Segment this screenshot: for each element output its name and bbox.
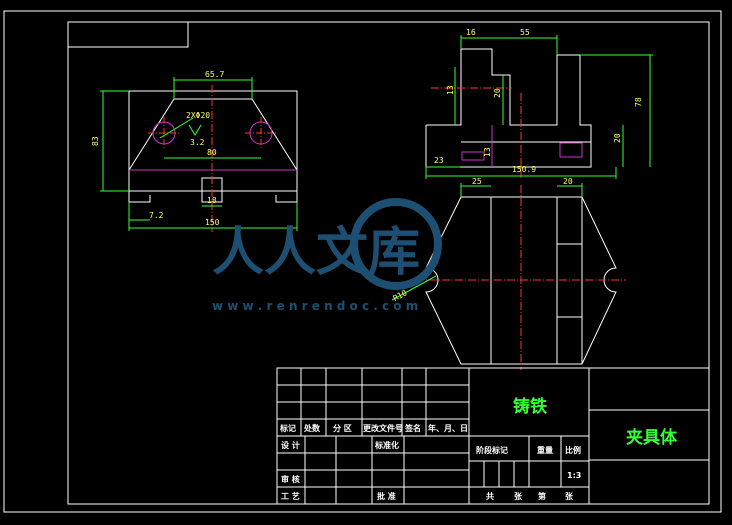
leader-holes: [159, 117, 194, 139]
tb-sheets: 张: [514, 492, 523, 501]
dim-20: 20: [493, 88, 502, 98]
title-block: 标记 处数 分 区 更改文件号 签名 年、月、日 设 计 标准化 审 核 工 艺…: [276, 367, 710, 505]
tb-standardize: 标准化: [374, 440, 399, 450]
dim-20-top: 20: [563, 177, 573, 186]
tb-header-date: 年、月、日: [428, 423, 468, 433]
tb-header-count: 处数: [303, 423, 321, 433]
dim-55: 55: [520, 28, 530, 37]
front-trapezoid: [128, 98, 298, 171]
tb-header-change-doc: 更改文件号: [363, 423, 403, 433]
watermark-brand: 人人文库: [212, 223, 420, 283]
side-hidden-slot-1: [461, 151, 485, 161]
dim-length: 150.9: [512, 165, 536, 174]
dim-25: 25: [472, 177, 482, 186]
dim-top-width: 65.7: [205, 70, 224, 79]
watermark-url: w w w . r e n r e n d o c . c o m: [212, 299, 418, 313]
top-view: 25 20 R10: [392, 177, 626, 370]
front-foot-right: [275, 191, 298, 203]
outer-border: [3, 10, 722, 513]
dim-offset: 7.2: [149, 211, 164, 220]
tb-header-mark: 标记: [279, 423, 296, 433]
dim-13b: 13: [483, 147, 492, 157]
watermark: 人人文库 w w w . r e n r e n d o c . c o m: [212, 198, 442, 313]
tb-sheet-no-unit: 张: [565, 492, 574, 501]
tb-header-sign: 签名: [404, 423, 421, 433]
tb-material: 铸铁: [513, 396, 547, 417]
front-foot-left: [128, 191, 151, 203]
tb-approve: 批 准: [377, 491, 396, 501]
dim-23: 23: [434, 156, 444, 165]
corner-label-box: [67, 21, 189, 48]
dim-roughness: 3.2: [190, 138, 205, 147]
dim-holes: 2XΦ20: [186, 111, 210, 120]
tb-total-sheets: 共: [486, 491, 494, 501]
side-view: 16 55 13 20 78 20 23 13 150.9: [425, 28, 653, 179]
tb-weight: 重量: [537, 445, 553, 455]
dim-78: 78: [634, 97, 643, 107]
tb-sheet-no: 第: [538, 491, 546, 501]
tb-stage-mark: 阶段标记: [476, 445, 508, 455]
dim-16: 16: [466, 28, 476, 37]
front-view: 65.7 83 2XΦ20 3.2 80 18 7.2 150: [91, 70, 298, 232]
tb-header-zone: 分 区: [333, 423, 352, 433]
side-body-outline: [425, 48, 592, 168]
tb-scale-label: 比例: [565, 445, 581, 455]
side-hidden-slot-2: [559, 142, 583, 158]
tb-process: 工 艺: [281, 491, 300, 501]
leader-radius: [391, 275, 437, 301]
watermark-ring: [350, 198, 442, 290]
dim-20b: 20: [613, 133, 622, 143]
tb-review: 审 核: [281, 474, 300, 484]
dim-total: 150: [205, 218, 220, 227]
dim-13: 13: [446, 85, 455, 95]
tb-part-name: 夹具体: [626, 427, 678, 448]
tb-design: 设 计: [281, 440, 300, 450]
dim-height: 83: [91, 136, 100, 146]
dim-slot: 18: [207, 196, 217, 205]
tb-scale-value: 1:3: [567, 471, 581, 480]
dim-hole-spacing: 80: [207, 148, 217, 157]
roughness-symbol: [188, 124, 202, 136]
front-body-outline: [128, 90, 298, 192]
